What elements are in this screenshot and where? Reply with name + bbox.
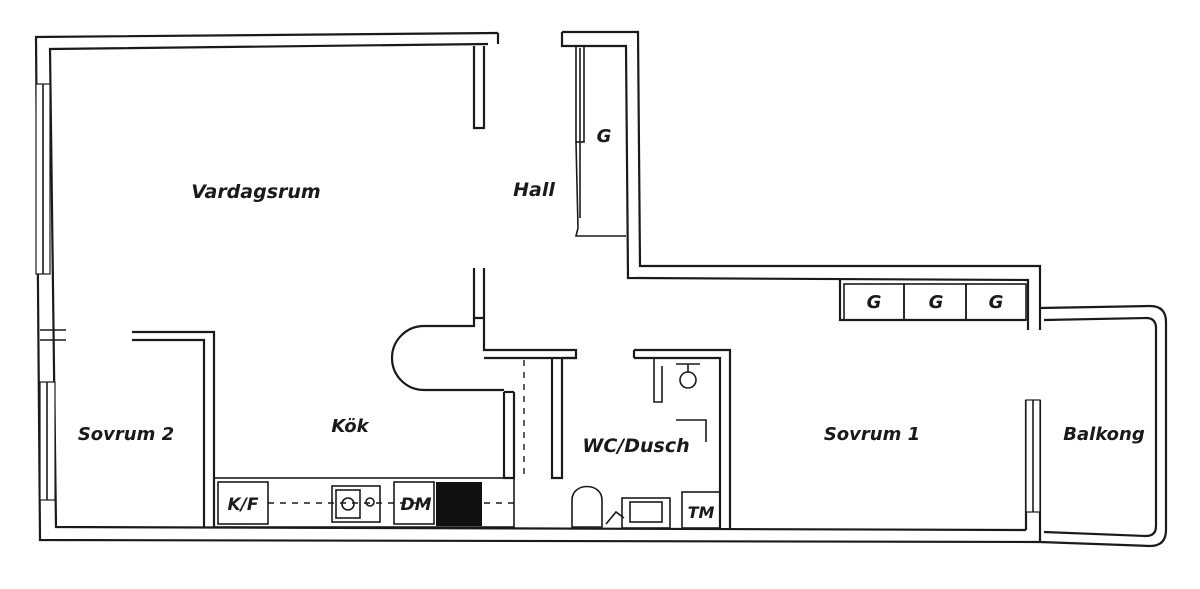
label-vardagsrum: Vardagsrum bbox=[191, 181, 320, 203]
label-wc-dusch: WC/Dusch bbox=[582, 435, 689, 457]
room-labels: Vardagsrum Hall Sovrum 2 Kök WC/Dusch So… bbox=[78, 179, 1145, 457]
label-garderob-hall: G bbox=[597, 126, 612, 147]
label-kok: Kök bbox=[331, 416, 369, 437]
label-tm: TM bbox=[688, 503, 715, 522]
label-hall: Hall bbox=[513, 179, 555, 201]
label-sovrum-1: Sovrum 1 bbox=[824, 424, 920, 445]
label-garderob-2: G bbox=[929, 292, 944, 313]
windows bbox=[35, 83, 1041, 513]
label-balkong: Balkong bbox=[1063, 424, 1145, 445]
label-sovrum-2: Sovrum 2 bbox=[78, 424, 174, 445]
sovrum1-wardrobes bbox=[843, 283, 1027, 321]
kitchen-counter bbox=[213, 324, 525, 528]
label-garderob-3: G bbox=[989, 292, 1004, 313]
fixture-labels: G G G G K/F DM TM bbox=[228, 126, 1004, 522]
bathroom-fixtures bbox=[571, 358, 721, 529]
outer-walls bbox=[34, 30, 1042, 544]
label-dm: DM bbox=[400, 495, 431, 515]
label-kf: K/F bbox=[228, 495, 259, 515]
interior-walls bbox=[40, 46, 1026, 528]
label-garderob-1: G bbox=[867, 292, 882, 313]
balcony bbox=[1039, 304, 1168, 548]
hall-wardrobe bbox=[574, 45, 626, 237]
